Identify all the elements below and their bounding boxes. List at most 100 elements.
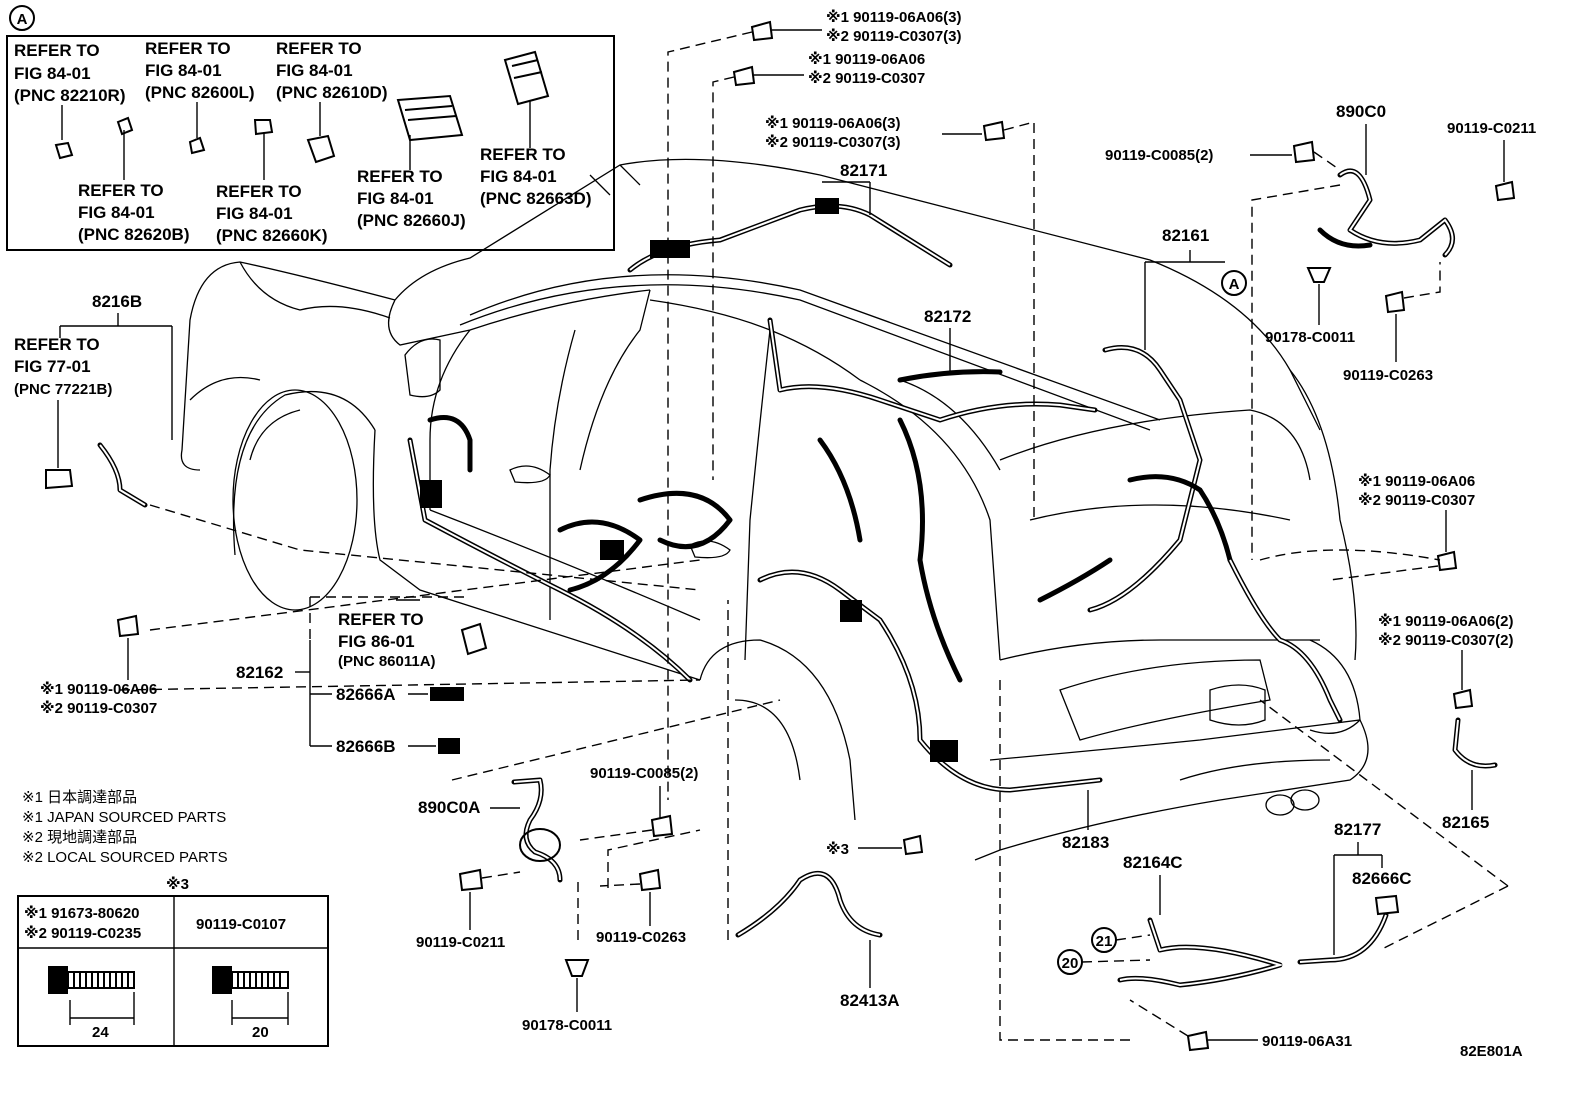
label-right-fastener-1: ※1 90119-06A06 ※2 90119-C0307 xyxy=(1329,472,1475,581)
svg-text:82162: 82162 xyxy=(236,663,283,682)
svg-text:82164C: 82164C xyxy=(1123,853,1183,872)
label-82164c: 82164C 21 20 xyxy=(1057,853,1284,988)
refer-77: 8216B REFER TO FIG 77-01 (PNC 77221B) xyxy=(14,292,173,508)
wire-harness-82162 xyxy=(407,415,733,683)
bolt-icon xyxy=(1494,180,1516,202)
bolt-icon xyxy=(732,65,756,87)
inset-ref-2-line2: FIG 84-01 xyxy=(145,61,222,80)
inset-ref-3-line3: (PNC 82610D) xyxy=(276,83,388,102)
svg-text:(PNC 77221B): (PNC 77221B) xyxy=(14,381,112,398)
inset-a-frame xyxy=(6,35,615,251)
inset-ref-1-line1: REFER TO xyxy=(14,41,100,60)
vehicle-body-outline xyxy=(180,158,1369,861)
legend-line-1: ※1 日本調達部品 xyxy=(22,789,137,806)
svg-text:90119-C0085(2): 90119-C0085(2) xyxy=(590,765,698,782)
inset-ref-6-line1: REFER TO xyxy=(357,167,443,186)
svg-text:20: 20 xyxy=(1062,955,1079,972)
top-fastener-group-2: ※1 90119-06A06 ※2 90119-C0307 xyxy=(712,50,925,480)
clip-icon xyxy=(1306,267,1332,283)
label-82666b: 82666B xyxy=(310,737,460,756)
svg-text:90178-C0011: 90178-C0011 xyxy=(1265,329,1355,346)
label-82413a: 82413A xyxy=(735,870,900,1010)
svg-text:FIG 86-01: FIG 86-01 xyxy=(338,632,415,651)
bolt-icon xyxy=(902,834,924,856)
legend-line-4: ※2 LOCAL SOURCED PARTS xyxy=(22,849,228,866)
label-82161: 82161 A xyxy=(1144,226,1247,350)
inset-ref-5-line3: (PNC 82660K) xyxy=(216,226,328,245)
top-fastener-group-3: ※1 90119-06A06(3) ※2 90119-C0307(3) xyxy=(765,114,1035,520)
svg-text:82666B: 82666B xyxy=(336,737,396,756)
wire-harness-82172 xyxy=(767,317,1098,423)
dashed-guides xyxy=(119,504,1509,1041)
svg-text:82172: 82172 xyxy=(924,307,971,326)
svg-text:82161: 82161 xyxy=(1162,226,1209,245)
label-90119-c0211-bot: 90119-C0211 xyxy=(416,868,521,951)
inset-part-82660j xyxy=(396,94,464,170)
label-left-fastener: ※1 90119-06A06 ※2 90119-C0307 xyxy=(40,614,157,717)
wire-harness-82171 xyxy=(627,198,953,273)
inset-ref-4-line1: REFER TO xyxy=(78,181,164,200)
inset-part-82620b xyxy=(116,116,134,180)
module-icon xyxy=(460,622,488,656)
label-90178-c0011-top: 90178-C0011 xyxy=(1265,267,1355,346)
svg-text:90119-C0263: 90119-C0263 xyxy=(596,929,686,946)
inset-ref-2-line1: REFER TO xyxy=(145,39,231,58)
inset-ref-3-line1: REFER TO xyxy=(276,39,362,58)
bolt-icon xyxy=(116,614,140,638)
inset-ref-6-line2: FIG 84-01 xyxy=(357,189,434,208)
inset-ref-5-line2: FIG 84-01 xyxy=(216,204,293,223)
bolt-dim-24: 24 xyxy=(92,1024,109,1041)
inset-ref-7-line1: REFER TO xyxy=(480,145,566,164)
sensor-icon xyxy=(45,469,74,490)
svg-text:82413A: 82413A xyxy=(840,991,900,1010)
inset-a-letter: A xyxy=(17,11,28,28)
top1-label-a: ※1 90119-06A06(3) xyxy=(826,8,962,26)
label-82177: 82177 xyxy=(1333,820,1383,955)
svg-text:90178-C0011: 90178-C0011 xyxy=(522,1017,612,1034)
connector-icon xyxy=(438,738,460,754)
svg-text:890C0A: 890C0A xyxy=(418,798,480,817)
inset-part-82660k xyxy=(253,119,274,180)
top2-label-b: ※2 90119-C0307 xyxy=(808,69,925,87)
inset-a-circle xyxy=(9,5,35,31)
label-90119-06a31: 90119-06A31 xyxy=(1129,999,1352,1052)
label-82666a: 82666A xyxy=(310,685,464,704)
inset-ref-1-line3: (PNC 82210R) xyxy=(14,86,126,105)
svg-text:※2 90119-C0307(2): ※2 90119-C0307(2) xyxy=(1378,631,1514,649)
inset-ref-4-line2: FIG 84-01 xyxy=(78,203,155,222)
flange-bolt-icon xyxy=(48,966,135,1025)
bolt-icon xyxy=(1452,688,1474,710)
bolt-icon xyxy=(458,868,484,892)
bolt-icon xyxy=(638,868,662,892)
bolt-table-title: ※3 xyxy=(166,875,189,893)
bolt-icon xyxy=(650,814,674,838)
svg-text:90119-06A31: 90119-06A31 xyxy=(1262,1033,1352,1050)
svg-text:21: 21 xyxy=(1096,933,1113,950)
bolt-icon xyxy=(1436,550,1458,572)
bolt-table-c1-a: ※1 91673-80620 xyxy=(24,904,140,922)
bolt-table-c1-b: ※2 90119-C0235 xyxy=(24,924,141,942)
svg-text:82666C: 82666C xyxy=(1352,869,1412,888)
top1-label-b: ※2 90119-C0307(3) xyxy=(826,27,962,45)
inset-ref-7-line2: FIG 84-01 xyxy=(480,167,557,186)
label-right-fastener-2: ※1 90119-06A06(2) ※2 90119-C0307(2) xyxy=(1378,612,1514,710)
svg-text:90119-C0211: 90119-C0211 xyxy=(1447,120,1536,137)
wire-harness-82161 xyxy=(1087,345,1233,613)
inset-ref-7-line3: (PNC 82663D) xyxy=(480,189,592,208)
inset-ref-4-line3: (PNC 82620B) xyxy=(78,225,190,244)
svg-text:REFER TO: REFER TO xyxy=(14,335,100,354)
label-mark3-bolt: ※3 xyxy=(826,834,924,858)
top3-label-a: ※1 90119-06A06(3) xyxy=(765,114,901,132)
svg-text:82165: 82165 xyxy=(1442,813,1489,832)
wire-harness-82183 xyxy=(757,417,1103,793)
svg-text:※2 90119-C0307: ※2 90119-C0307 xyxy=(40,699,157,717)
label-82172: 82172 xyxy=(924,307,971,372)
svg-text:82171: 82171 xyxy=(840,161,887,180)
label-90119-c0263-bot: 90119-C0263 xyxy=(596,868,686,946)
bolt-table: ※3 ※1 91673-80620 ※2 90119-C0235 90119-C… xyxy=(17,875,329,1047)
wire-harness-rear-hatch xyxy=(1037,557,1343,723)
svg-text:※2 90119-C0307: ※2 90119-C0307 xyxy=(1358,491,1475,509)
label-890c0a: 890C0A xyxy=(418,777,563,883)
svg-text:※1 90119-06A06: ※1 90119-06A06 xyxy=(1358,472,1475,490)
